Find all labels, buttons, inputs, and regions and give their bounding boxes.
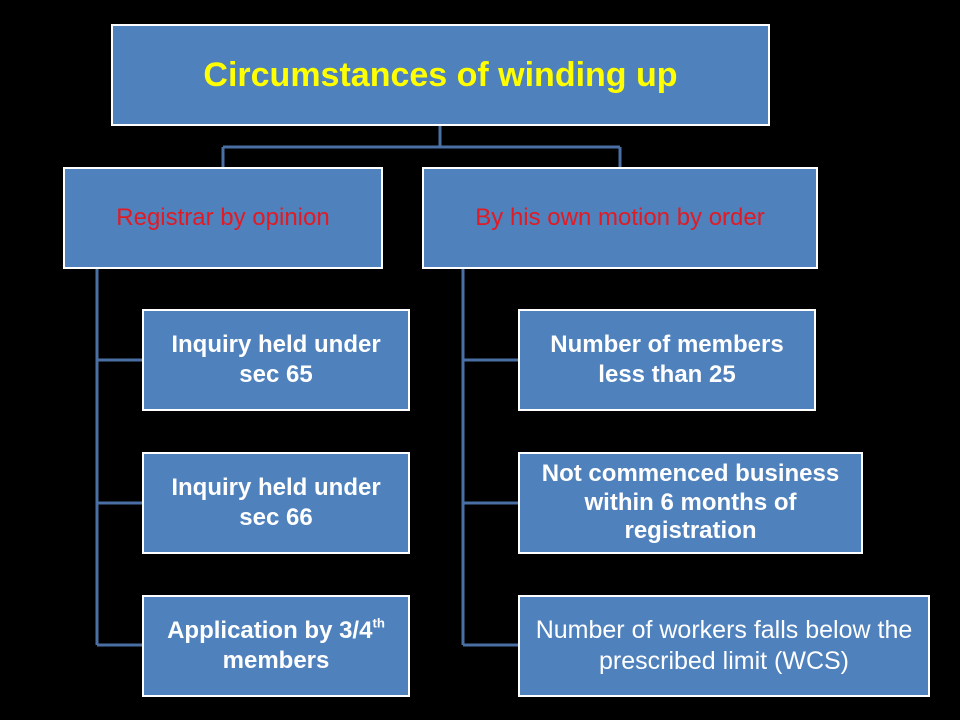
leaf-node-workers-below-limit: Number of workers falls below the prescr… [518,595,930,697]
leaf-label-tail: members [222,647,330,674]
leaf-label-superscript: th [372,615,385,631]
branch-label: Registrar by opinion [116,204,330,231]
leaf-label: Not commenced business within 6 months o… [541,459,840,545]
root-node: Circumstances of winding up [111,24,770,126]
leaf-label: Number of members less than 25 [550,331,784,388]
leaf-node-members-less-25: Number of members less than 25 [518,309,816,411]
leaf-node-application: Application by 3/4th members [142,595,410,697]
branch-node-own-motion: By his own motion by order [422,167,818,269]
leaf-node-sec-65: Inquiry held under sec 65 [142,309,410,411]
leaf-label: Inquiry held under sec 65 [171,331,381,388]
leaf-label: Inquiry held under sec 66 [171,474,381,531]
leaf-node-sec-66: Inquiry held under sec 66 [142,452,410,554]
branch-label: By his own motion by order [475,204,765,231]
leaf-label: Application by 3/4th members [150,616,402,676]
leaf-label: Number of workers falls below the prescr… [535,615,913,675]
branch-node-registrar: Registrar by opinion [63,167,383,269]
leaf-label-main: Application by 3/4 [167,617,373,644]
root-title: Circumstances of winding up [203,55,678,94]
leaf-node-not-commenced: Not commenced business within 6 months o… [518,452,863,554]
